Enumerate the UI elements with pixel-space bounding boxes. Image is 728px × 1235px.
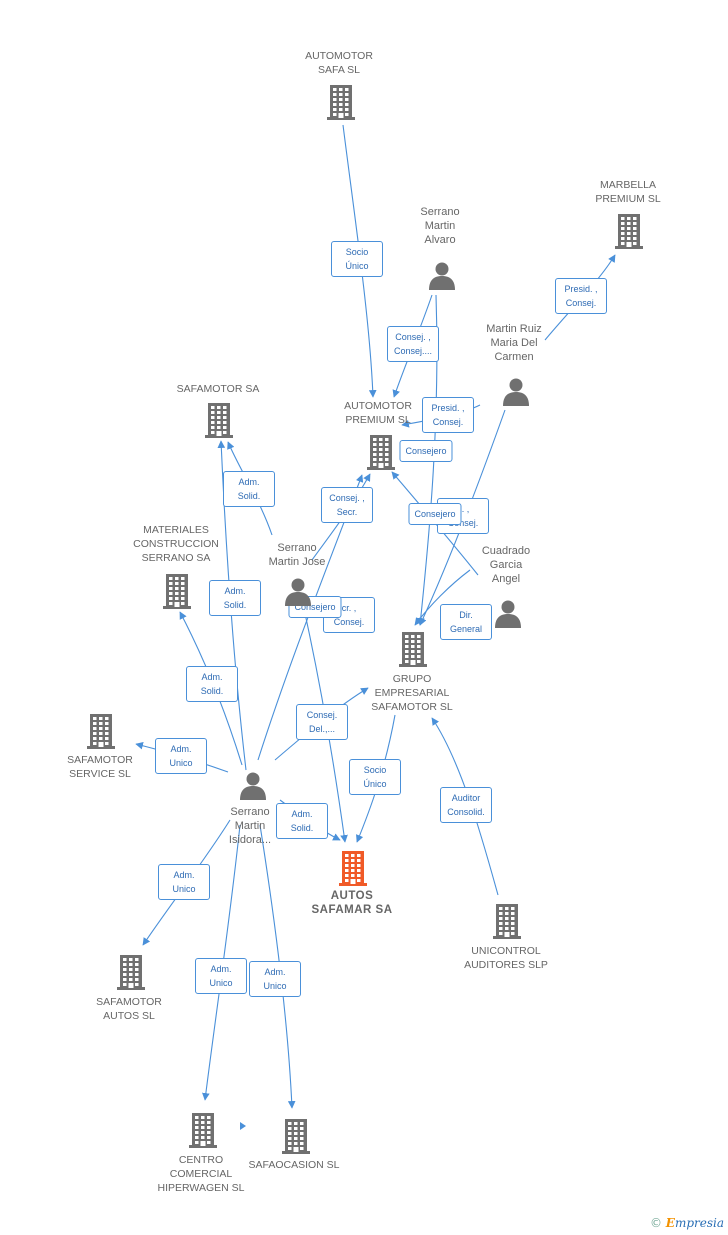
safamotor-autos-building-icon[interactable] <box>115 954 147 990</box>
company-marbella[interactable]: MARBELLA PREMIUM SL <box>595 179 661 205</box>
brand-footer: © Empresia <box>650 1216 724 1230</box>
relation-adm-solid[interactable]: Adm. Solid. <box>223 471 275 507</box>
unicontrol-building-icon[interactable] <box>491 903 523 939</box>
relation-consejero[interactable]: Consejero <box>399 440 453 462</box>
company-safamotor-autos[interactable]: SAFAMOTOR AUTOS SL <box>96 996 162 1022</box>
company-safamotor-sa[interactable]: SAFAMOTOR SA <box>176 383 260 395</box>
company-automotor-safa[interactable]: AUTOMOTOR SAFA SL <box>305 50 373 76</box>
relation-presid-consej[interactable]: Presid. , Consej. <box>555 278 607 314</box>
centro-building-icon[interactable] <box>187 1112 219 1148</box>
marbella-building-icon[interactable] <box>613 213 645 249</box>
relation-consej-consej[interactable]: Consej. , Consej.... <box>387 326 439 362</box>
automotor-safa-building-icon[interactable] <box>325 84 357 120</box>
person-martin-ruiz[interactable]: Martin Ruiz Maria Del Carmen <box>486 323 542 363</box>
relation-dir-general[interactable]: Dir. General <box>440 604 492 640</box>
relation-adm-solid[interactable]: Adm. Solid. <box>209 580 261 616</box>
safaocasion-building-icon[interactable] <box>280 1118 312 1154</box>
person-serrano-jose[interactable]: Serrano Martin Jose <box>268 542 326 568</box>
automotor-premium-building-icon[interactable] <box>365 434 397 470</box>
company-safamotor-service[interactable]: SAFAMOTOR SERVICE SL <box>67 754 133 780</box>
relation-adm-unico[interactable]: Adm. Unico <box>195 958 247 994</box>
relation-auditor-consolid[interactable]: Auditor Consolid. <box>440 787 492 823</box>
brand-name: mpresia <box>674 1216 724 1230</box>
serrano-alvaro-person-icon[interactable] <box>427 261 457 291</box>
company-materiales[interactable]: MATERIALES CONSTRUCCION SERRANO SA <box>133 524 219 564</box>
safamotor-service-building-icon[interactable] <box>85 713 117 749</box>
copyright-symbol: © <box>649 1216 662 1230</box>
safamotor-sa-building-icon[interactable] <box>203 402 235 438</box>
relation-adm-unico[interactable]: Adm. Unico <box>249 961 301 997</box>
materiales-building-icon[interactable] <box>161 573 193 609</box>
person-cuadrado[interactable]: Cuadrado Garcia Angel <box>481 545 531 585</box>
company-safaocasion[interactable]: SAFAOCASION SL <box>248 1159 340 1171</box>
relation-presid-consej[interactable]: Presid. , Consej. <box>422 397 474 433</box>
relation-adm-unico[interactable]: Adm. Unico <box>158 864 210 900</box>
serrano-jose-person-icon[interactable] <box>283 577 313 607</box>
small-arrow-marker <box>240 1122 246 1130</box>
person-serrano-isidora[interactable]: Serrano Martin Isidora... <box>228 806 272 846</box>
link-cuadrado-grupo <box>414 569 471 626</box>
relation-adm-solid[interactable]: Adm. Solid. <box>276 803 328 839</box>
company-unicontrol[interactable]: UNICONTROL AUDITORES SLP <box>464 945 548 971</box>
company-automotor-premium[interactable]: AUTOMOTOR PREMIUM SL <box>344 400 412 426</box>
relation-consejero[interactable]: Consejero <box>408 503 462 525</box>
company-autos-safamar[interactable]: AUTOS SAFAMAR SA <box>311 890 393 916</box>
company-grupo[interactable]: GRUPO EMPRESARIAL SAFAMOTOR SL <box>371 673 453 713</box>
company-centro[interactable]: CENTRO COMERCIAL HIPERWAGEN SL <box>157 1154 245 1194</box>
serrano-isidora-person-icon[interactable] <box>238 771 268 801</box>
relation-consej-secr[interactable]: Consej. , Secr. <box>321 487 373 523</box>
autos-safamar-building-icon[interactable] <box>337 850 369 886</box>
cuadrado-person-icon[interactable] <box>493 599 523 629</box>
martin-ruiz-person-icon[interactable] <box>501 377 531 407</box>
grupo-building-icon[interactable] <box>397 631 429 667</box>
relation-socio-unico[interactable]: Socio Único <box>331 241 383 277</box>
relation-socio-unico[interactable]: Socio Único <box>349 759 401 795</box>
relation-adm-unico[interactable]: Adm. Unico <box>155 738 207 774</box>
brand-initial: E <box>665 1216 675 1230</box>
person-serrano-alvaro[interactable]: Serrano Martin Alvaro <box>420 206 460 246</box>
relation-consej-del[interactable]: Consej. Del.,... <box>296 704 348 740</box>
relation-adm-solid[interactable]: Adm. Solid. <box>186 666 238 702</box>
